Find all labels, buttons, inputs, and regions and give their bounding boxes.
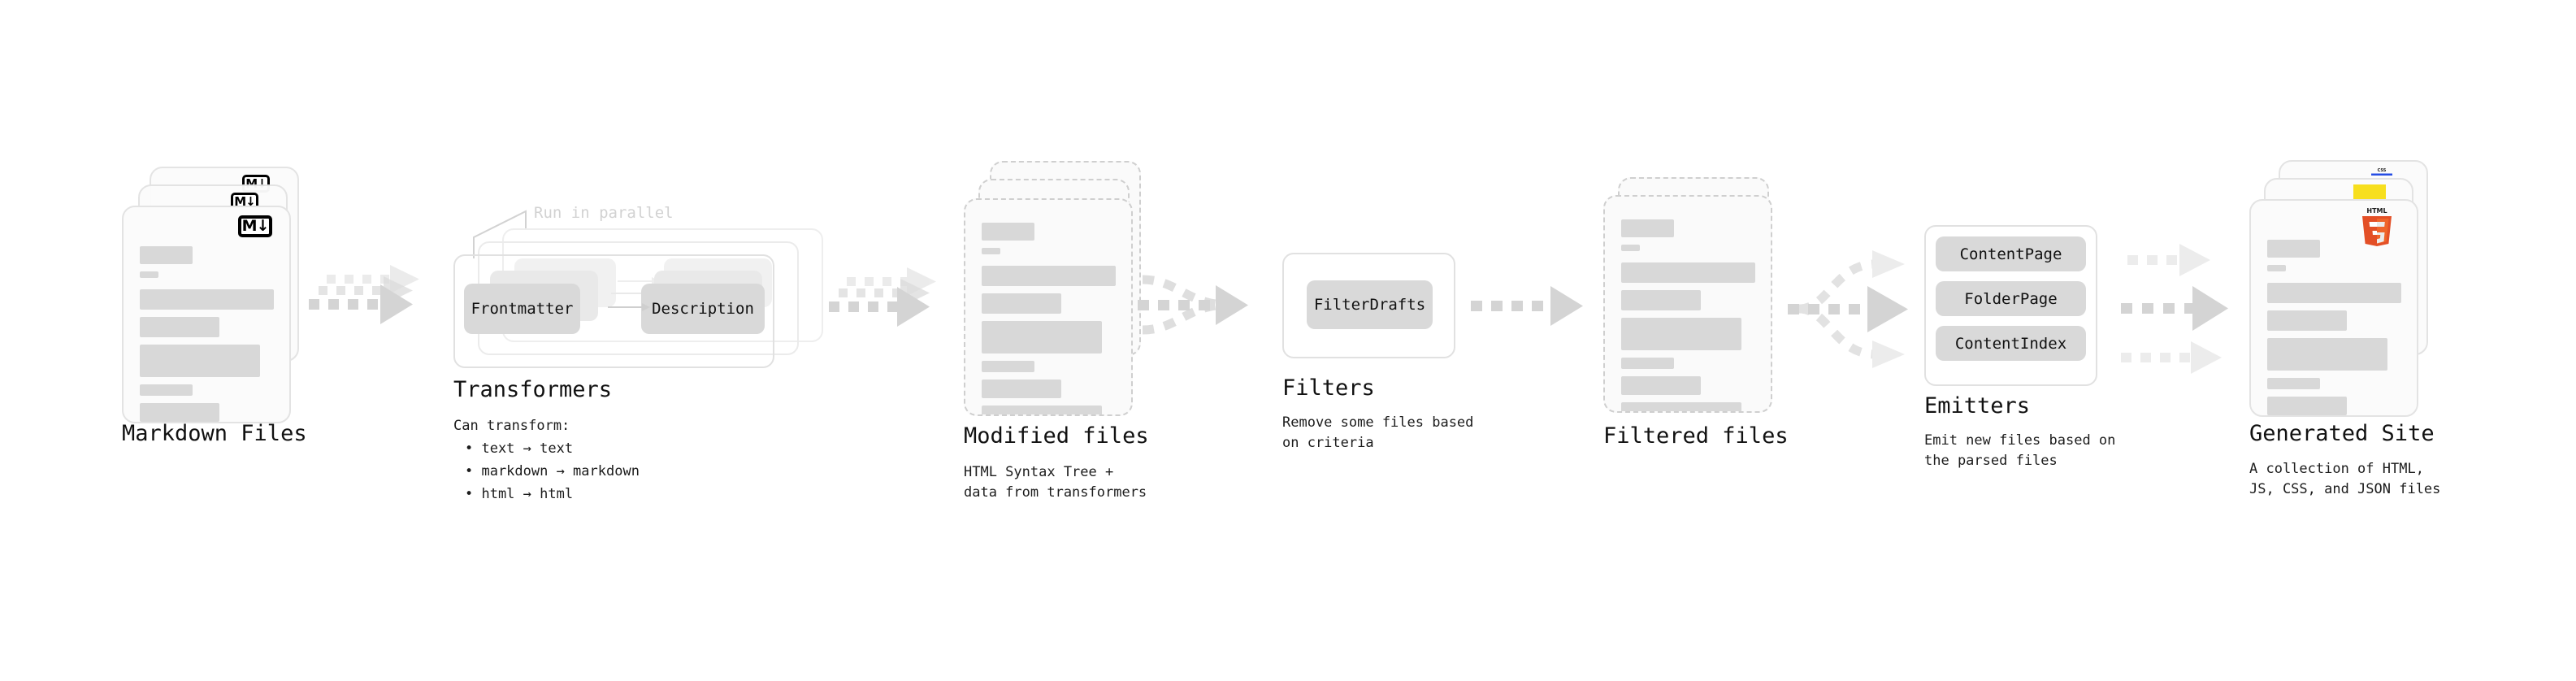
transformer-node-description[interactable]: Description: [641, 284, 765, 334]
run-in-parallel-bracket: [473, 210, 527, 258]
transformer-bullet-0: • text → text: [465, 440, 574, 457]
arrow-modified-to-filters: [1138, 275, 1248, 335]
stage-description-emitters: Emit new files based on the parsed files: [1924, 432, 2116, 469]
arrow-markdown-to-transformers: [309, 265, 419, 324]
transformer-node-frontmatter[interactable]: Frontmatter: [464, 284, 580, 334]
modified-doc-front: [964, 198, 1133, 416]
emitters-group: [1924, 225, 2097, 386]
arrow-filters-to-filtered: [1471, 286, 1583, 326]
stage-title-filtered-files: Filtered files: [1603, 423, 1789, 449]
site-doc-html: [2249, 199, 2418, 417]
stage-description-transformers: Can transform:: [453, 418, 570, 434]
emitter-node-folderpage[interactable]: FolderPage: [1936, 281, 2086, 316]
svg-text:CSS: CSS: [2378, 168, 2387, 173]
filter-node-filterdrafts[interactable]: FilterDrafts: [1307, 280, 1433, 329]
stage-description-generated-site: A collection of HTML, JS, CSS, and JSON …: [2249, 461, 2441, 497]
markdown-doc-front: [122, 206, 291, 423]
emitter-node-contentindex[interactable]: ContentIndex: [1936, 326, 2086, 361]
run-in-parallel-label: Run in parallel: [534, 204, 674, 222]
filters-group: [1282, 253, 1455, 358]
html5-icon: HTML: [2362, 207, 2392, 246]
stage-description-filters: Remove some files based on criteria: [1282, 414, 1474, 451]
arrow-emitters-to-site: [2121, 244, 2228, 374]
stage-title-modified-files: Modified files: [964, 423, 1149, 449]
js-icon: [2353, 184, 2386, 202]
stage-title-emitters: Emitters: [1924, 393, 2031, 419]
transformer-bullet-2: • html → html: [465, 486, 574, 502]
css-icon: CSS: [2371, 168, 2392, 176]
filtered-doc-front: [1603, 195, 1772, 413]
markdown-icon: M↓: [238, 215, 272, 237]
stage-title-transformers: Transformers: [453, 377, 613, 402]
transformer-bullet-1: • markdown → markdown: [465, 463, 640, 479]
stage-title-filters: Filters: [1282, 375, 1375, 401]
emitter-node-contentpage[interactable]: ContentPage: [1936, 236, 2086, 271]
arrow-transformers-to-modified: [829, 267, 936, 327]
transformer-arrow-front: [608, 303, 650, 311]
transformer-panel-front: [453, 254, 774, 368]
svg-text:HTML: HTML: [2366, 207, 2387, 215]
arrow-filtered-to-emitters: [1788, 250, 1908, 368]
stage-title-generated-site: Generated Site: [2249, 421, 2435, 446]
stage-title-markdown-files: Markdown Files: [122, 421, 307, 446]
stage-description-modified-files: HTML Syntax Tree + data from transformer…: [964, 464, 1147, 501]
